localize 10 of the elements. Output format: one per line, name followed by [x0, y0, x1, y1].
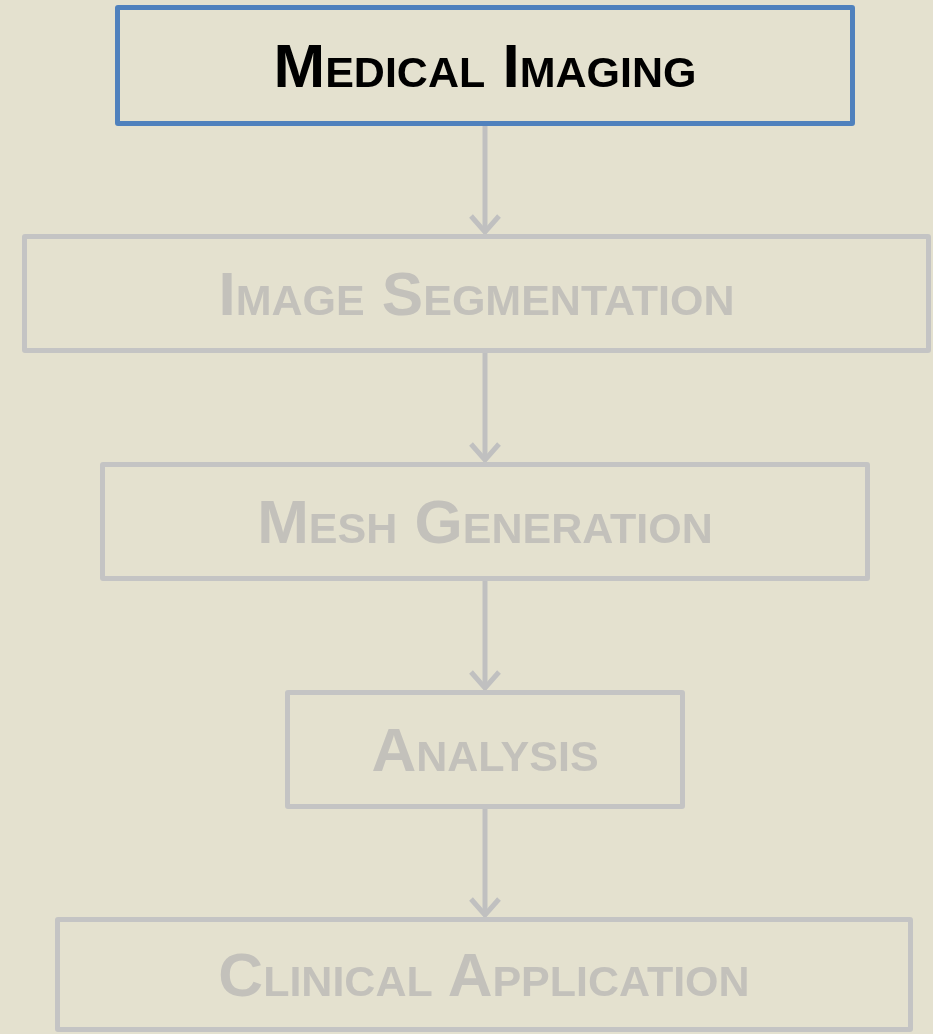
process-box — [100, 462, 870, 581]
arrow — [468, 126, 502, 235]
process-box — [115, 5, 855, 126]
arrow — [468, 581, 502, 691]
arrow — [468, 353, 502, 463]
process-box — [285, 690, 685, 809]
arrow — [468, 809, 502, 918]
process-box — [55, 917, 913, 1032]
process-box — [22, 234, 931, 353]
step-label: Medical Imaging — [273, 34, 697, 97]
